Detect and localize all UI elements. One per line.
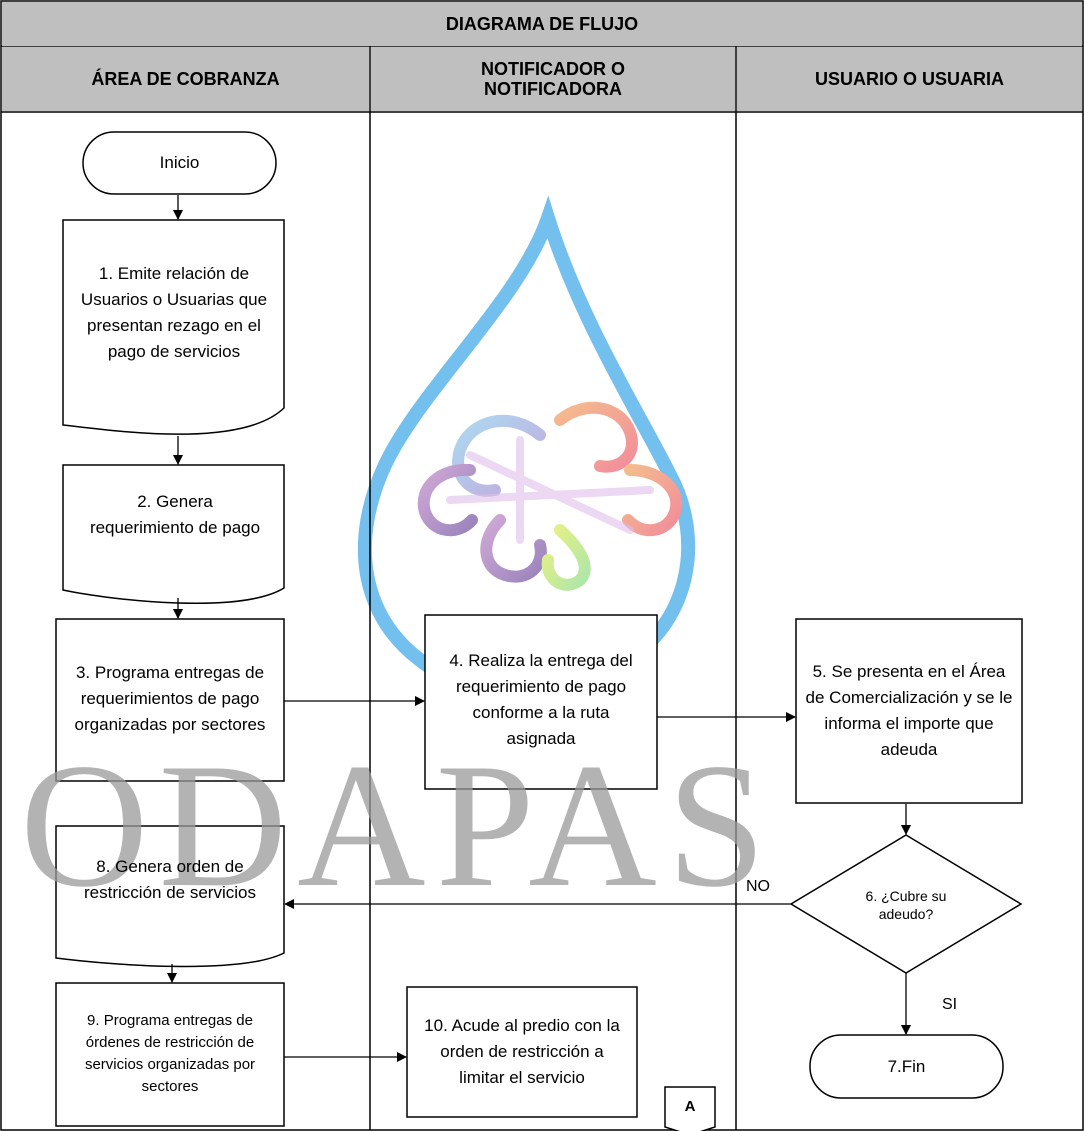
node-10-process <box>406 986 638 1118</box>
watermark-text: ODAPAS <box>20 726 776 924</box>
node-1-document <box>62 219 285 435</box>
node-2-label: 2. Genera requerimiento de pago <box>89 492 261 537</box>
start-label: Inicio <box>159 153 200 172</box>
end-label: 7.Fin <box>887 1056 926 1076</box>
node-6-label: 6. ¿Cubre su adeudo? <box>865 888 947 922</box>
end-terminator <box>809 1034 1004 1099</box>
node-8-document <box>55 825 285 968</box>
node-10-label: 10. Acude al predio con la orden de rest… <box>424 1016 620 1087</box>
node-5-label: 5. Se presenta en el Área de Comercializ… <box>805 662 1013 759</box>
node-9-label: 9. Programa entregas de órdenes de restr… <box>84 1012 256 1095</box>
node-3-process <box>55 618 285 782</box>
node-9-process <box>55 982 285 1127</box>
edge-label-no: NO <box>746 878 770 895</box>
node-3-label: 3. Programa entregas de requerimientos d… <box>74 663 266 734</box>
node-4-label: 4. Realiza la entrega del requerimiento … <box>449 651 633 748</box>
lane-header-usuario: USUARIO O USUARIA <box>737 47 1082 111</box>
edge-label-yes: SI <box>942 996 958 1013</box>
connector-a-shape <box>664 1086 716 1131</box>
node-2-document <box>62 464 285 605</box>
node-1-label: 1. Emite relación de Usuarios o Usuarias… <box>80 264 268 361</box>
start-terminator <box>82 131 277 195</box>
lane-header-cobranza: ÁREA DE COBRANZA <box>2 47 369 111</box>
node-5-process <box>795 618 1023 804</box>
node-8-label: 8. Genera orden de restricción de servic… <box>84 857 256 902</box>
diagram-title: DIAGRAMA DE FLUJO <box>2 2 1082 46</box>
connector-a-label: A <box>684 1098 696 1115</box>
lane-header-notificador: NOTIFICADOR O NOTIFICADORA <box>371 47 735 111</box>
node-4-process <box>424 614 658 790</box>
